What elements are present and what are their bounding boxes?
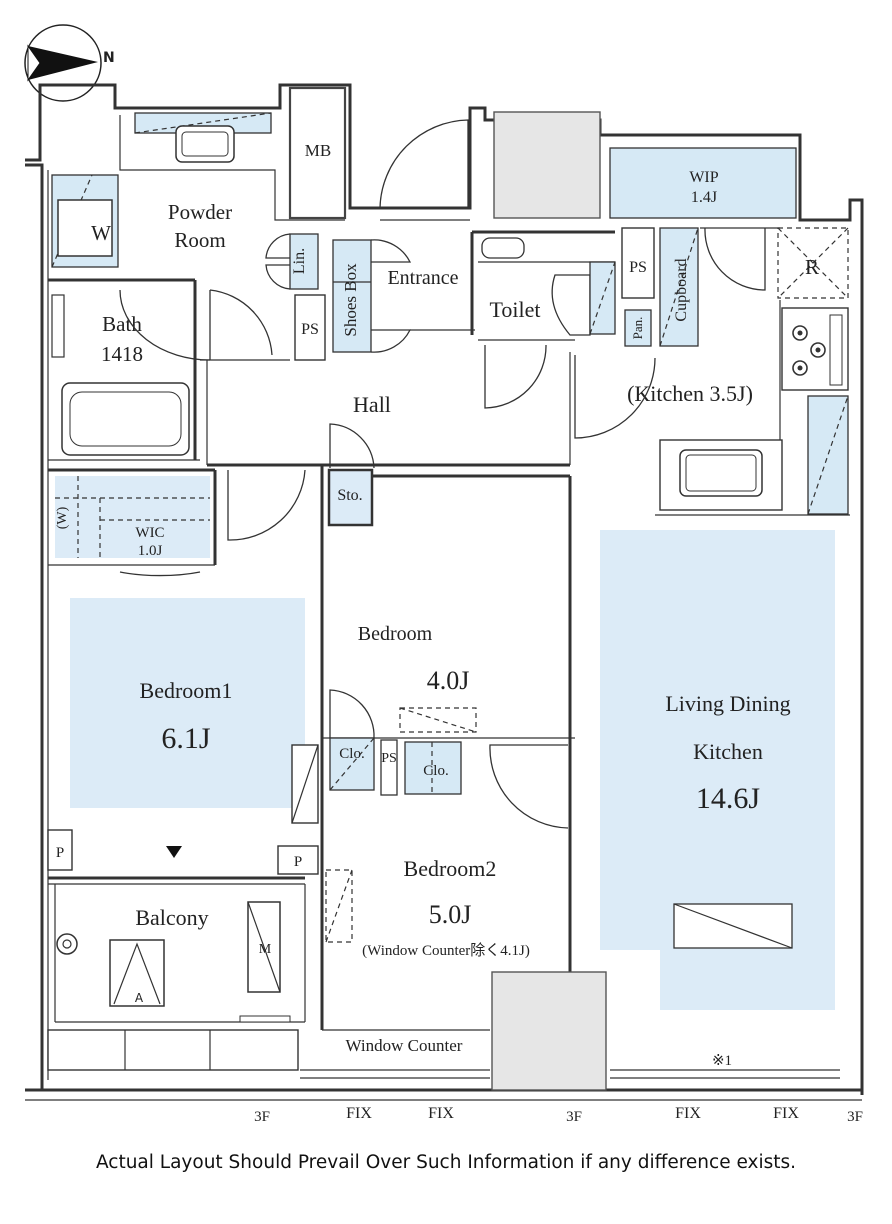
cupboard-label: Cupboard (673, 258, 690, 321)
storage-closet (327, 468, 374, 527)
label-3f-right: 3F (847, 1109, 863, 1125)
bedroom2-size: 5.0J (429, 900, 472, 929)
mb-label: MB (305, 141, 331, 160)
bedroom2-label: Bedroom2 (404, 856, 497, 881)
hall-label: Hall (353, 392, 391, 417)
ps-bedroom-label: PS (381, 751, 397, 766)
bedroom1: Bedroom1 6.1J P (47, 598, 319, 871)
linen-label: Lin. (291, 248, 308, 274)
disclaimer-text: Actual Layout Should Prevail Over Such I… (95, 1152, 797, 1173)
linen-cabinet: Lin. (265, 233, 319, 290)
powder-room: Powder Room W (51, 112, 272, 268)
ldk-label-1: Living Dining (665, 691, 790, 716)
ps-shaft-kitchen: PS (621, 227, 655, 299)
outer-walls (25, 83, 864, 1101)
label-3f-center: 3F (566, 1109, 582, 1125)
drain-icon (56, 933, 78, 955)
bath-label-2: 1418 (101, 342, 143, 366)
ps-hall-label: PS (301, 321, 319, 338)
storage-label: Sto. (337, 487, 362, 504)
label-fix-3: FIX (675, 1105, 701, 1122)
stove-icon (781, 307, 849, 391)
p-left-label: P (56, 845, 64, 861)
bedroom1-label: Bedroom1 (140, 678, 233, 703)
powder-room-label-2: Room (174, 228, 225, 252)
p-right-label: P (294, 854, 302, 870)
toilet-label: Toilet (489, 297, 540, 322)
shoes-box: Shoes Box (332, 239, 412, 353)
powder-room-label-1: Powder (168, 200, 232, 224)
bedroom: Bedroom 4.0J (320, 465, 575, 1030)
closet-left: Clo. (329, 737, 375, 791)
bedroom2: Bedroom2 5.0J (Window Counter除く4.1J) Win… (322, 856, 530, 1055)
note-mark: ※1 (712, 1053, 732, 1069)
bedroom-size: 4.0J (427, 666, 470, 695)
label-fix-1: FIX (346, 1105, 372, 1122)
walk-in-closet: (W) WIC 1.0J (48, 468, 306, 577)
entrance: Entrance (379, 119, 475, 331)
balcony: P Balcony A M (47, 845, 319, 1071)
hall: Hall Sto. (206, 352, 571, 527)
pantry-label: Pan. (630, 317, 645, 340)
kitchen-area: (Kitchen 3.5J) (574, 300, 849, 515)
closet-left-label: Clo. (339, 746, 364, 762)
bedroom2-note: (Window Counter除く4.1J) (362, 942, 530, 959)
bedroom1-size: 6.1J (161, 722, 211, 755)
shaft-top (493, 111, 601, 219)
ac-unit-icon (109, 939, 165, 1007)
wic-label-2: 1.0J (138, 543, 163, 559)
toilet-bowl-icon (551, 274, 591, 336)
label-fix-4: FIX (773, 1105, 799, 1122)
kitchen-label: (Kitchen 3.5J) (627, 381, 753, 406)
compass-icon: N (24, 24, 115, 102)
cupboard: Cupboard (659, 227, 699, 347)
triangle-marker-icon (166, 846, 182, 858)
wic-w-label: (W) (55, 506, 70, 529)
walk-in-pantry: WIP 1.4J (609, 147, 797, 291)
ldk-label-2: Kitchen (693, 739, 763, 764)
closet-right-label: Clo. (423, 763, 448, 779)
window-counter-label: Window Counter (346, 1036, 463, 1055)
washer-icon (57, 199, 113, 257)
living-dining-kitchen: Living Dining Kitchen 14.6J ※1 (600, 514, 850, 1069)
ps-shaft-hall: PS (294, 294, 326, 361)
label-fix-2: FIX (428, 1105, 454, 1122)
ps-shaft-bedroom: PS (380, 739, 398, 796)
ps-kitchen-label: PS (629, 259, 647, 276)
pantry: Pan. (624, 309, 652, 347)
washer-label: W (91, 221, 111, 245)
balcony-label: Balcony (135, 905, 208, 930)
shoes-box-label: Shoes Box (341, 263, 360, 337)
m-unit-label: M (259, 942, 272, 957)
bath-label-1: Bath (102, 312, 142, 336)
refrigerator-icon: R (777, 227, 849, 299)
ldk-size: 14.6J (696, 782, 761, 815)
wip-label-2: 1.4J (691, 189, 717, 206)
ac-unit-label: A (135, 991, 144, 1005)
shaft-bottom (491, 971, 607, 1091)
wic-label-1: WIC (135, 525, 164, 541)
entrance-label: Entrance (387, 267, 458, 289)
toilet-room: Toilet (470, 230, 616, 409)
mb-shaft: MB (288, 86, 347, 220)
bedroom-label: Bedroom (358, 623, 433, 645)
label-3f-left: 3F (254, 1109, 270, 1125)
refrigerator-label: R (805, 255, 819, 279)
closet-right: Clo. (404, 741, 569, 829)
sink-icon (679, 449, 763, 497)
north-label: N (103, 50, 115, 66)
wip-label-1: WIP (689, 169, 718, 186)
bottom-labels: 3F FIX FIX 3F FIX FIX 3F (254, 1105, 863, 1125)
bath-room: Bath 1418 (48, 278, 290, 461)
